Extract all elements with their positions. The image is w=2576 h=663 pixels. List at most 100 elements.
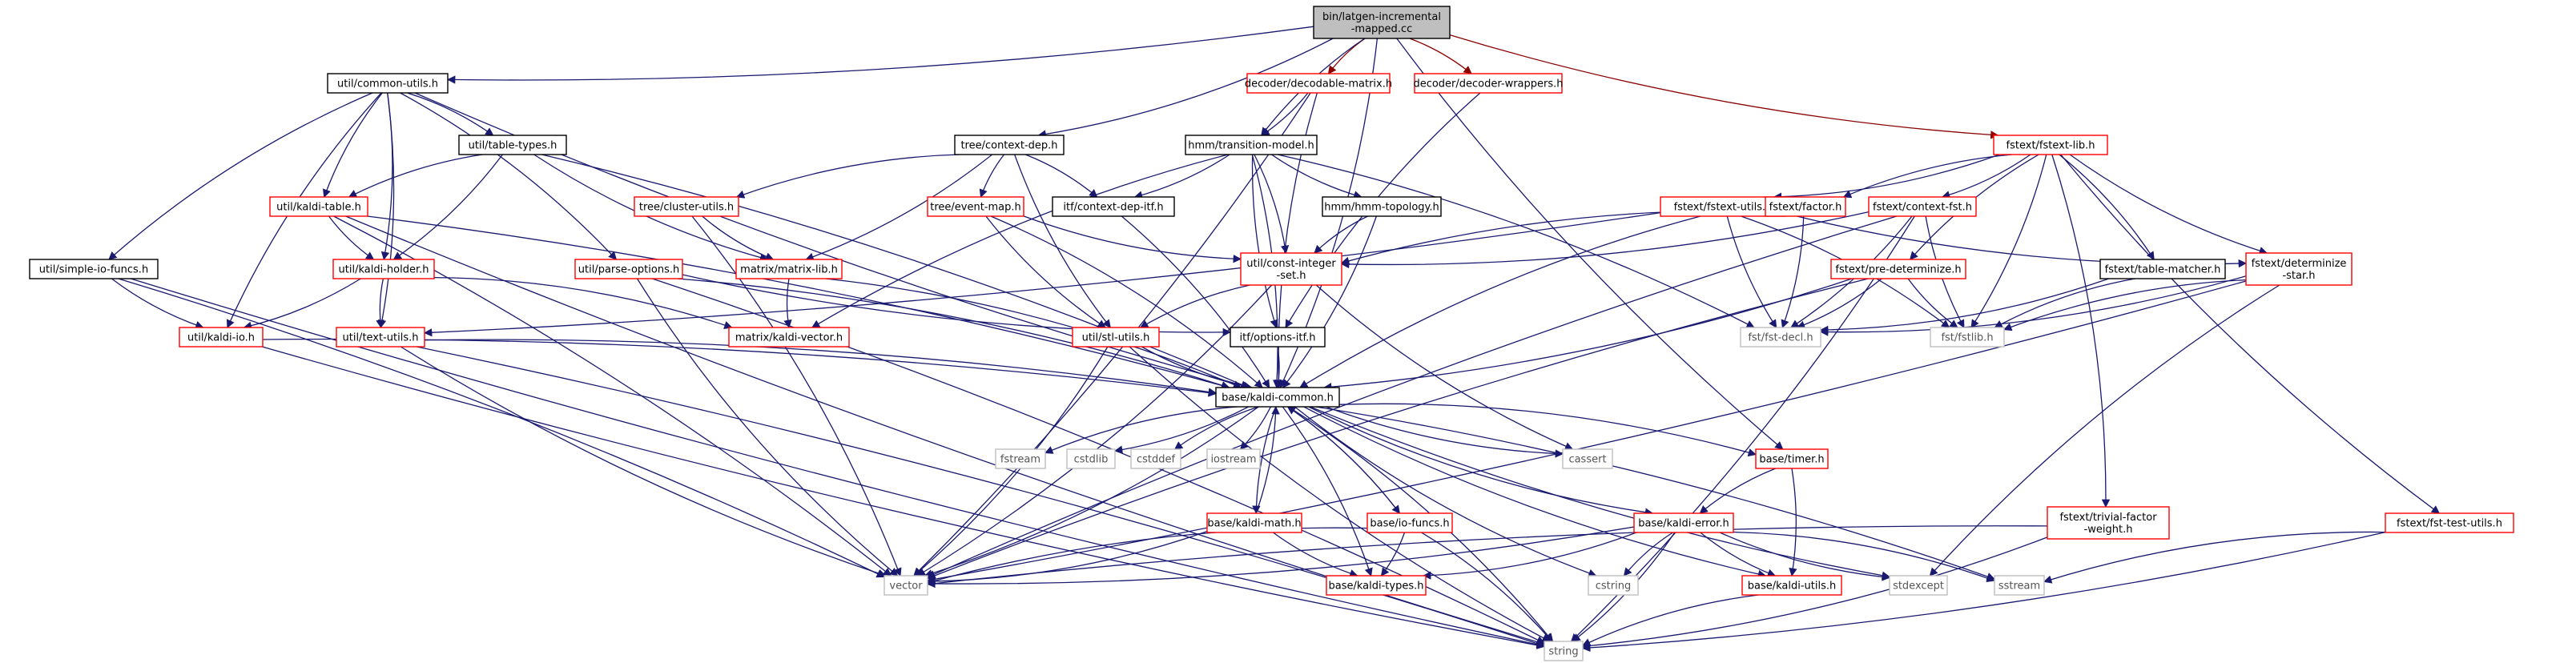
node-base-kaldi-error[interactable]: base/kaldi-error.h xyxy=(1633,512,1734,533)
node-base-io-funcs[interactable]: base/io-funcs.h xyxy=(1366,512,1453,533)
node-box xyxy=(1830,259,1966,279)
edge-fstext_fstext_utils-to-fst_fst_decl xyxy=(1726,215,1777,328)
edge-fstext_factor-to-fst_fst_decl xyxy=(1781,215,1805,328)
node-label: base/kaldi-utils.h xyxy=(1748,581,1837,593)
edge-base_kaldi_common-to-base_kaldi_math xyxy=(1252,406,1277,515)
node-util-kaldi-table[interactable]: util/kaldi-table.h xyxy=(269,196,368,217)
edge-base_timer-to-base_kaldi_error xyxy=(1699,468,1777,514)
node-util-parse-options[interactable]: util/parse-options.h xyxy=(574,259,683,279)
edge-base_kaldi_math-to-base_kaldi_common xyxy=(1255,405,1280,514)
node-fstext-context-fst[interactable]: fstext/context-fst.h xyxy=(1868,196,1977,217)
node-label: itf/options-itf.h xyxy=(1240,332,1316,344)
node-box xyxy=(1588,575,1639,596)
node-decoder-decodable-matrix[interactable]: decoder/decodable-matrix.h xyxy=(1245,73,1392,94)
edge-base_io_funcs-to-vector xyxy=(926,527,1368,585)
node-label: sstream xyxy=(1998,581,2040,593)
edge-fstext_trivial_factor_weight-to-string xyxy=(1581,536,2048,650)
node-util-text-utils[interactable]: util/text-utils.h xyxy=(336,327,425,348)
edge-fstext_fstext_utils-to-fstext_determinize_star xyxy=(1785,212,2248,268)
node-label: base/kaldi-error.h xyxy=(1638,518,1729,530)
edge-util_kaldi_table-to-util_kaldi_holder xyxy=(328,215,375,260)
node-tree-event-map[interactable]: tree/event-map.h xyxy=(927,196,1024,217)
edge-util_kaldi_holder-to-matrix_kaldi_vector xyxy=(433,276,733,329)
node-tree-context-dep[interactable]: tree/context-dep.h xyxy=(954,135,1065,155)
edge-fstext_fstext_lib-to-fstext_fstext_utils xyxy=(1773,154,2000,201)
node-fstext-pre-determinize[interactable]: fstext/pre-determinize.h xyxy=(1830,259,1966,279)
node-box xyxy=(1206,448,1261,469)
edge-util_stl_utils-to-string xyxy=(1129,346,1551,642)
node-box xyxy=(269,196,368,217)
edge-hmm_transition_model-to-hmm_hmm_topology xyxy=(1271,154,1362,199)
node-base-kaldi-common[interactable]: base/kaldi-common.h xyxy=(1215,387,1340,408)
node-label: fstext/fst-test-utils.h xyxy=(2397,518,2502,530)
edge-util_common_utils-to-util_parse_options xyxy=(400,92,618,260)
node-box xyxy=(179,327,264,348)
node-util-const-integer-set[interactable]: util/const-integer-set.h xyxy=(1240,252,1342,286)
node-box xyxy=(954,135,1065,155)
node-label: util/stl-utils.h xyxy=(1082,332,1150,344)
node-label: vector xyxy=(889,581,923,593)
edge-base_kaldi_common-to-cassert xyxy=(1326,406,1564,458)
node-label: -weight.h xyxy=(2084,524,2133,536)
node-fstext-table-matcher[interactable]: fstext/table-matcher.h xyxy=(2099,259,2226,279)
edge-base_kaldi_error-to-cstring xyxy=(1623,532,1673,577)
node-box xyxy=(1066,448,1116,469)
edge-fstext_determinize_star-to-fst_fstlib xyxy=(2003,279,2247,332)
node-itf-context-dep-itf[interactable]: itf/context-dep-itf.h xyxy=(1052,196,1175,217)
edge-base_kaldi_common-to-base_kaldi_utils xyxy=(1303,406,1767,579)
node-box xyxy=(1185,135,1318,155)
node-tree-cluster-utils[interactable]: tree/cluster-utils.h xyxy=(634,196,739,217)
node-label: -mapped.cc xyxy=(1351,23,1413,35)
edge-tree_context_dep-to-itf_context_dep_itf xyxy=(1025,154,1098,198)
node-label: fstext/context-fst.h xyxy=(1873,202,1972,214)
node-fst-fstlib: fst/fstlib.h xyxy=(1930,327,2005,348)
node-cstddef: cstddef xyxy=(1130,448,1181,469)
node-fstext-trivial-factor-weight[interactable]: fstext/trivial-factor-weight.h xyxy=(2047,506,2170,540)
edge-fstext_context_fst-to-util_const_integer_set xyxy=(1340,211,1870,269)
node-label: util/text-utils.h xyxy=(343,332,419,344)
node-cstdlib: cstdlib xyxy=(1066,448,1116,469)
node-label: util/kaldi-io.h xyxy=(187,332,255,344)
node-fstext-fstext-utils[interactable]: fstext/fstext-utils.h xyxy=(1660,196,1786,217)
node-decoder-decoder-wrappers[interactable]: decoder/decoder-wrappers.h xyxy=(1413,73,1564,94)
node-util-simple-io-funcs[interactable]: util/simple-io-funcs.h xyxy=(29,259,159,279)
node-util-kaldi-io[interactable]: util/kaldi-io.h xyxy=(179,327,264,348)
edge-fstext_determinize_star-to-fst_fst_decl xyxy=(1819,275,2247,336)
edge-fstext_fstext_lib-to-fstext_fst_test_utils xyxy=(2060,154,2441,514)
edge-fstext_fstext_lib-to-fst_fstlib xyxy=(1970,154,2047,328)
edge-fstext_pre_determinize-to-fst_fst_decl xyxy=(1796,278,1882,329)
edge-base_kaldi_error-to-base_kaldi_types xyxy=(1423,532,1637,580)
edge-util_text_utils-to-vector xyxy=(400,346,887,577)
node-label: -set.h xyxy=(1277,270,1306,282)
node-fstext-fst-test-utils[interactable]: fstext/fst-test-utils.h xyxy=(2385,512,2514,533)
node-fstext-fstext-lib[interactable]: fstext/fstext-lib.h xyxy=(1993,135,2108,155)
node-hmm-transition-model[interactable]: hmm/transition-model.h xyxy=(1185,135,1318,155)
node-box xyxy=(2245,252,2353,286)
node-fstext-determinize-star[interactable]: fstext/determinize-star.h xyxy=(2245,252,2353,286)
edge-fstext_determinize_star-to-stdexcept xyxy=(1929,284,2280,577)
node-fstext-factor[interactable]: fstext/factor.h xyxy=(1765,196,1846,217)
edge-fstext_fstext_utils-to-base_kaldi_common xyxy=(1299,215,1701,388)
edge-base_kaldi_common-to-vector xyxy=(924,406,1259,578)
node-base-timer[interactable]: base/timer.h xyxy=(1755,448,1829,469)
node-util-stl-utils[interactable]: util/stl-utils.h xyxy=(1072,327,1160,348)
node-hmm-hmm-topology[interactable]: hmm/hmm-topology.h xyxy=(1322,196,1442,217)
node-base-kaldi-types[interactable]: base/kaldi-types.h xyxy=(1326,575,1427,596)
node-util-common-utils[interactable]: util/common-utils.h xyxy=(327,73,449,94)
node-stdexcept: stdexcept xyxy=(1889,575,1948,596)
node-box xyxy=(634,196,739,217)
node-util-table-types[interactable]: util/table-types.h xyxy=(458,135,567,155)
node-matrix-kaldi-vector[interactable]: matrix/kaldi-vector.h xyxy=(728,327,850,348)
node-root[interactable]: bin/latgen-incremental-mapped.cc xyxy=(1313,6,1451,39)
node-base-kaldi-math[interactable]: base/kaldi-math.h xyxy=(1206,512,1302,533)
node-label: base/timer.h xyxy=(1759,454,1824,466)
node-base-kaldi-utils[interactable]: base/kaldi-utils.h xyxy=(1741,575,1842,596)
node-itf-options-itf[interactable]: itf/options-itf.h xyxy=(1230,327,1326,348)
node-box xyxy=(1414,73,1563,94)
node-label: matrix/matrix-lib.h xyxy=(740,264,838,276)
node-matrix-matrix-lib[interactable]: matrix/matrix-lib.h xyxy=(735,259,843,279)
node-box xyxy=(336,327,425,348)
node-util-kaldi-holder[interactable]: util/kaldi-holder.h xyxy=(332,259,435,279)
node-label: util/kaldi-table.h xyxy=(276,202,361,214)
